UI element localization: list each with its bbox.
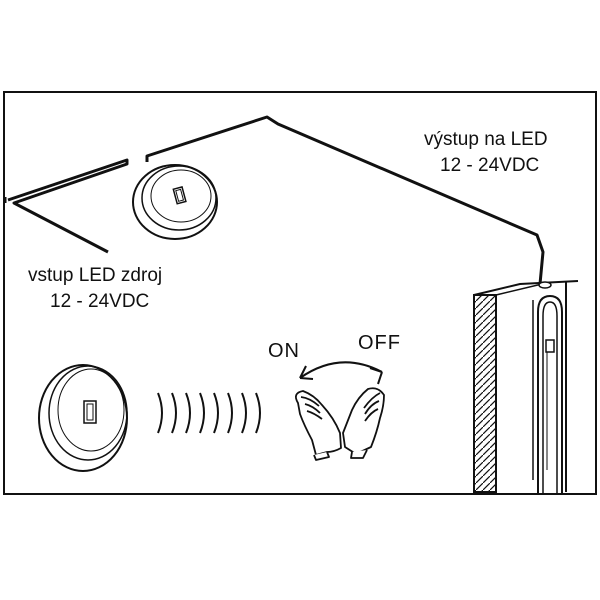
off-label: OFF <box>358 332 401 354</box>
sensor-waves <box>157 392 261 434</box>
touch-dimmer-icon <box>132 164 218 240</box>
input-wire <box>3 158 129 254</box>
on-label: ON <box>268 340 300 362</box>
hand-wave-icon <box>294 387 385 461</box>
output-label-line2: 12 - 24VDC <box>440 155 540 176</box>
input-label-line2: 12 - 24VDC <box>50 291 150 312</box>
input-label-line1: vstup LED zdroj <box>28 265 163 286</box>
led-strip-icon <box>473 280 579 495</box>
frame-border <box>3 91 597 495</box>
output-wire <box>145 115 545 285</box>
touch-dimmer-icon <box>38 364 128 472</box>
output-label-line1: výstup na LED <box>424 129 548 150</box>
swipe-arrow-icon <box>299 361 383 385</box>
